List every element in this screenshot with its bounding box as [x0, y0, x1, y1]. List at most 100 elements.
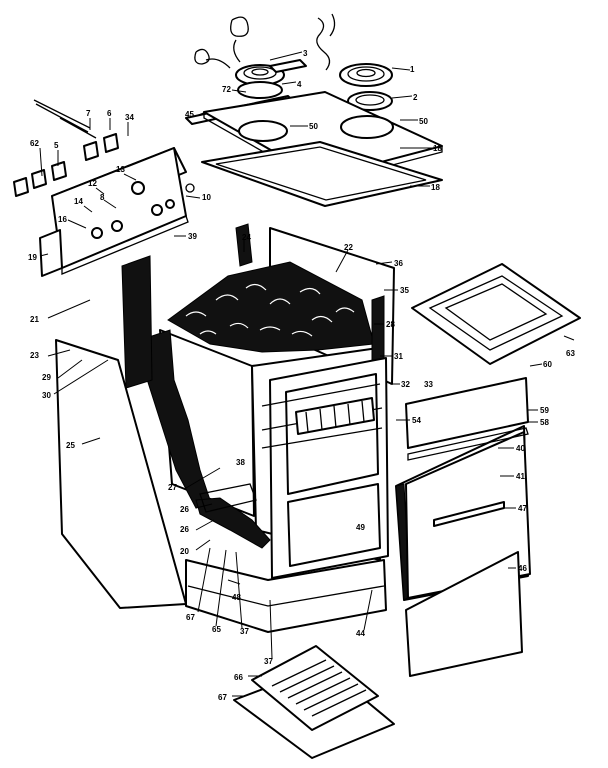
broiler-opening [287, 483, 381, 567]
label-1: 1 [410, 65, 415, 74]
control-panel [13, 99, 195, 277]
label-16: 16 [58, 215, 67, 224]
label-48: 48 [232, 593, 241, 602]
label-65: 65 [212, 625, 221, 634]
label-40: 40 [516, 444, 525, 453]
broiler-pan-insert [251, 645, 379, 731]
label-27: 27 [168, 483, 177, 492]
label-63: 63 [566, 349, 575, 358]
element-coil-lead-right [316, 13, 336, 71]
infinite-switch-2 [31, 169, 47, 189]
label-38: 38 [236, 458, 245, 467]
label-36: 36 [394, 259, 403, 268]
label-10: 10 [202, 193, 211, 202]
drip-pan-left [237, 81, 283, 99]
label-62: 62 [30, 139, 39, 148]
oven-front-frame [199, 357, 389, 579]
label-24: 24 [242, 233, 251, 242]
label-8: 8 [100, 193, 105, 202]
label-46: 46 [518, 564, 527, 573]
label-6: 6 [107, 109, 112, 118]
cabinet-side-panel [55, 339, 187, 609]
cabinet-base-front [185, 559, 387, 633]
label-5: 5 [54, 141, 59, 150]
element-coil-lead-small [194, 48, 231, 69]
label-50-left: 50 [309, 122, 318, 131]
cooktop-gasket [201, 141, 443, 207]
side-panel-cover [411, 263, 581, 365]
infinite-switch-3 [51, 161, 67, 181]
infinite-switch-5 [103, 133, 119, 153]
broiler-drawer-panel [405, 551, 523, 677]
infinite-switch-1 [13, 177, 29, 197]
clock-dial [131, 181, 145, 195]
insulation-rear-left [121, 255, 153, 389]
label-3: 3 [303, 49, 308, 58]
label-58: 58 [540, 418, 549, 427]
label-47: 47 [518, 504, 527, 513]
label-32: 32 [401, 380, 410, 389]
label-29: 29 [42, 373, 51, 382]
label-13: 13 [116, 165, 125, 174]
label-37-left: 37 [240, 627, 249, 636]
label-26-upper: 26 [180, 505, 189, 514]
door-parts [395, 263, 581, 677]
label-14: 14 [74, 197, 83, 206]
label-33: 33 [424, 380, 433, 389]
label-7: 7 [86, 109, 91, 118]
label-22: 22 [344, 243, 353, 252]
label-66: 66 [234, 673, 243, 682]
insulation [121, 223, 385, 549]
control-knob-1 [91, 227, 103, 239]
label-31: 31 [394, 352, 403, 361]
wiring-harness-lead [33, 99, 97, 139]
panel-end-strip [39, 229, 63, 277]
label-44: 44 [356, 629, 365, 638]
label-49: 49 [356, 523, 365, 532]
label-54: 54 [412, 416, 421, 425]
label-37-right: 37 [264, 657, 273, 666]
cooktop [201, 91, 443, 207]
label-2: 2 [413, 93, 418, 102]
broiler-pan-grill-slots [271, 659, 367, 717]
leader-lines [39, 51, 575, 697]
label-59: 59 [540, 406, 549, 415]
label-18-lower: 18 [431, 183, 440, 192]
terminal-block [269, 59, 307, 73]
callout-labels: 1 2 3 4 72 45 50 50 18 18 7 6 34 62 5 13… [28, 49, 575, 702]
label-25: 25 [66, 441, 75, 450]
label-4: 4 [297, 80, 302, 89]
door-trim-edge [407, 427, 529, 461]
label-67: 67 [186, 613, 195, 622]
cooktop-opening-right [340, 115, 394, 139]
label-21: 21 [30, 315, 39, 324]
control-knob-2 [111, 220, 123, 232]
broiler-pan [233, 645, 395, 759]
control-knob-3 [151, 204, 163, 216]
label-28: 28 [386, 320, 395, 329]
control-knob-4 [165, 199, 175, 209]
side-panel-pattern [428, 275, 564, 351]
label-26-lower: 26 [180, 525, 189, 534]
element-coil-lead-left [230, 16, 249, 63]
label-50-right: 50 [419, 117, 428, 126]
label-23: 23 [30, 351, 39, 360]
label-60: 60 [543, 360, 552, 369]
label-41: 41 [516, 472, 525, 481]
label-18-upper: 18 [433, 144, 442, 153]
label-20: 20 [180, 547, 189, 556]
label-35: 35 [400, 286, 409, 295]
label-72: 72 [222, 85, 231, 94]
label-30: 30 [42, 391, 51, 400]
label-34-top: 34 [125, 113, 134, 122]
label-67-lower: 67 [218, 693, 227, 702]
label-45: 45 [185, 110, 194, 119]
label-19: 19 [28, 253, 37, 262]
label-39: 39 [188, 232, 197, 241]
cooktop-opening-left [238, 120, 288, 142]
toe-kick [187, 585, 385, 607]
label-12: 12 [88, 179, 97, 188]
infinite-switch-4 [83, 141, 99, 161]
insulation-marks [185, 283, 355, 337]
